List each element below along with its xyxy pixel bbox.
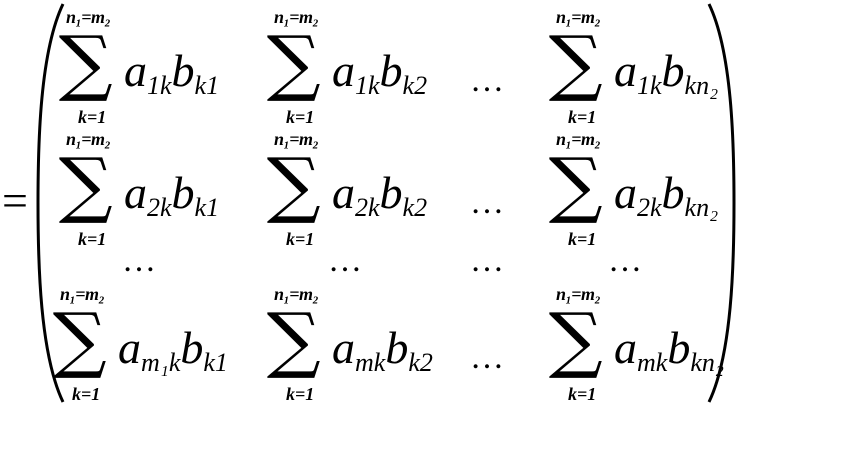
equals-sign: =: [2, 175, 28, 226]
factor-b-index: k1: [194, 193, 220, 222]
ellipsis: …: [122, 242, 157, 279]
factor-b-index: k1: [203, 348, 228, 377]
factor-a-index: m₁k: [141, 348, 181, 377]
sum-symbol: ∑: [266, 20, 321, 104]
factor-b-index: k1: [194, 71, 220, 100]
sum-lower-limit: k=1: [286, 384, 315, 404]
factor-a-index: 2k: [637, 193, 662, 222]
sum-lower-limit: k=1: [568, 107, 597, 127]
sum-upper-limit: n₁=m₂: [274, 284, 319, 304]
sum-upper-limit: n₁=m₂: [60, 284, 105, 304]
sum-symbol: ∑: [266, 297, 321, 381]
sum-upper-limit: n₁=m₂: [66, 129, 111, 149]
sum-symbol: ∑: [548, 142, 603, 226]
matrix-term: am₁kbk1: [118, 325, 228, 376]
factor-b-index: kn₂: [690, 348, 724, 377]
factor-b: b: [171, 167, 195, 218]
sum-lower-limit: k=1: [568, 384, 597, 404]
sum-lower-limit: k=1: [78, 229, 107, 249]
sum-symbol: ∑: [58, 142, 113, 226]
sum-symbol: ∑: [58, 20, 113, 104]
ellipsis: …: [328, 242, 363, 279]
factor-b: b: [661, 167, 685, 218]
ellipsis: …: [470, 184, 505, 221]
sum-symbol: ∑: [266, 142, 321, 226]
factor-a: a: [124, 167, 147, 218]
sum-lower-limit: k=1: [72, 384, 101, 404]
factor-b: b: [379, 167, 403, 218]
right-parenthesis: [707, 3, 736, 403]
sum-upper-limit: n₁=m₂: [66, 7, 111, 27]
factor-b: b: [661, 45, 685, 96]
factor-a: a: [332, 45, 355, 96]
factor-b: b: [667, 322, 691, 373]
ellipsis: …: [470, 62, 505, 99]
factor-b: b: [171, 45, 195, 96]
sum-lower-limit: k=1: [568, 229, 597, 249]
factor-b-index: k2: [402, 193, 428, 222]
factor-a: a: [614, 167, 637, 218]
ellipsis: …: [470, 242, 505, 279]
ellipsis: …: [470, 339, 505, 376]
factor-a-index: 1k: [355, 71, 380, 100]
factor-b-index: k2: [408, 348, 433, 377]
matrix-term: a2kbkn₂: [614, 170, 718, 221]
factor-a: a: [332, 322, 355, 373]
sum-upper-limit: n₁=m₂: [274, 7, 319, 27]
matrix-term: a2kbk1: [124, 170, 219, 221]
factor-a-index: 2k: [355, 193, 380, 222]
matrix-term: amkbkn₂: [614, 325, 724, 376]
sum-lower-limit: k=1: [286, 107, 315, 127]
matrix-term: amkbk2: [332, 325, 433, 376]
left-parenthesis: [36, 3, 65, 403]
factor-b: b: [385, 322, 409, 373]
factor-b: b: [180, 322, 204, 373]
sum-lower-limit: k=1: [286, 229, 315, 249]
sum-lower-limit: k=1: [78, 107, 107, 127]
factor-a: a: [124, 45, 147, 96]
matrix-term: a1kbk2: [332, 48, 427, 99]
factor-b-index: kn₂: [684, 71, 719, 100]
factor-b: b: [379, 45, 403, 96]
factor-a-index: 2k: [147, 193, 172, 222]
factor-a-index: mk: [355, 348, 386, 377]
ellipsis: …: [608, 242, 643, 279]
factor-a-index: 1k: [637, 71, 662, 100]
factor-a-index: mk: [637, 348, 668, 377]
sum-symbol: ∑: [548, 20, 603, 104]
sum-upper-limit: n₁=m₂: [556, 7, 601, 27]
factor-a: a: [614, 322, 637, 373]
sum-upper-limit: n₁=m₂: [556, 129, 601, 149]
matrix-term: a1kbk1: [124, 48, 219, 99]
matrix-term: a2kbk2: [332, 170, 427, 221]
factor-b-index: kn₂: [684, 193, 719, 222]
factor-a-index: 1k: [147, 71, 172, 100]
sum-upper-limit: n₁=m₂: [274, 129, 319, 149]
factor-a: a: [118, 322, 141, 373]
sum-upper-limit: n₁=m₂: [556, 284, 601, 304]
factor-a: a: [614, 45, 637, 96]
sum-symbol: ∑: [548, 297, 603, 381]
factor-a: a: [332, 167, 355, 218]
matrix-term: a1kbkn₂: [614, 48, 718, 99]
sum-symbol: ∑: [52, 297, 107, 381]
factor-b-index: k2: [402, 71, 428, 100]
